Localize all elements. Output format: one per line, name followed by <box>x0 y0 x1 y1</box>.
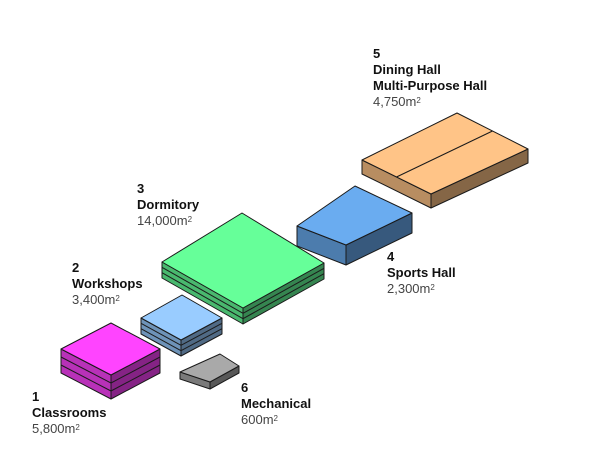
block-classrooms-floor-line <box>60 364 112 392</box>
label-number: 6 <box>241 380 249 395</box>
label-number: 5 <box>373 46 381 61</box>
label-number: 3 <box>137 181 145 196</box>
block-workshops-floor-line <box>180 322 223 346</box>
label-area: 14,000m2 <box>137 213 193 228</box>
label-area: 2,300m2 <box>387 281 435 296</box>
label-mechanical: 6 Mechanical 600m2 <box>241 380 311 428</box>
block-workshops-floor-line <box>140 322 182 346</box>
block-sports-hall-top-face <box>296 185 413 246</box>
block-workshops-floor-line <box>180 328 223 352</box>
block-classrooms-floor-line <box>110 356 161 384</box>
label-workshops: 2 Workshops 3,400m2 <box>72 260 143 308</box>
block-classrooms-top-face <box>60 322 161 376</box>
block-dormitory-floor-line <box>242 267 325 314</box>
label-area: 3,400m2 <box>72 292 120 307</box>
label-name: Dining Hall <box>373 62 441 77</box>
block-dormitory-floor-line <box>161 272 244 320</box>
block-workshops-top-face <box>140 294 223 341</box>
label-name: Workshops <box>72 276 143 291</box>
label-number: 2 <box>72 260 80 275</box>
massing-blocks <box>60 112 529 400</box>
block-workshops-floor-line <box>140 328 182 352</box>
label-area: 600m2 <box>241 412 278 427</box>
block-classrooms-floor-line <box>60 356 112 384</box>
block-mechanical-top-face <box>179 353 240 383</box>
label-dormitory: 3 Dormitory 14,000m2 <box>137 181 199 229</box>
label-area: 5,800m2 <box>32 421 80 436</box>
block-dining-hall-divider-line <box>396 130 493 178</box>
label-area: 4,750m2 <box>373 94 421 109</box>
block-dormitory-floor-line <box>242 273 325 320</box>
label-number: 4 <box>387 249 395 264</box>
block-dormitory-floor-line <box>161 266 244 314</box>
label-classrooms: 1 Classrooms 5,800m2 <box>32 389 106 437</box>
label-name: Classrooms <box>32 405 107 420</box>
label-name: Mechanical <box>241 396 312 411</box>
label-number: 1 <box>32 389 40 404</box>
label-sports-hall: 4 Sports Hall 2,300m2 <box>387 249 456 297</box>
label-name-secondary: Multi-Purpose Hall <box>373 78 488 93</box>
label-name: Dormitory <box>137 197 200 212</box>
label-name: Sports Hall <box>387 265 456 280</box>
label-dining-hall: 5 Dining Hall Multi-Purpose Hall 4,750m2 <box>373 46 487 110</box>
block-classrooms-floor-line <box>110 364 161 392</box>
